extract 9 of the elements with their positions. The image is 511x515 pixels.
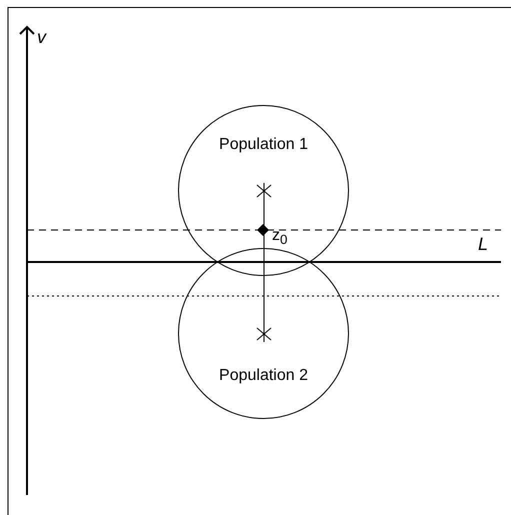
population-circle <box>178 105 349 276</box>
point-label: z$_{0}$ <box>272 226 288 250</box>
population-label: Population 2 <box>219 367 308 385</box>
axis-label: v <box>37 27 46 47</box>
line-label: L <box>478 234 488 254</box>
population-label: Population 1 <box>219 136 308 154</box>
population-circle <box>178 248 349 419</box>
asterisk-marker <box>256 326 272 342</box>
asterisk-marker <box>256 183 272 199</box>
